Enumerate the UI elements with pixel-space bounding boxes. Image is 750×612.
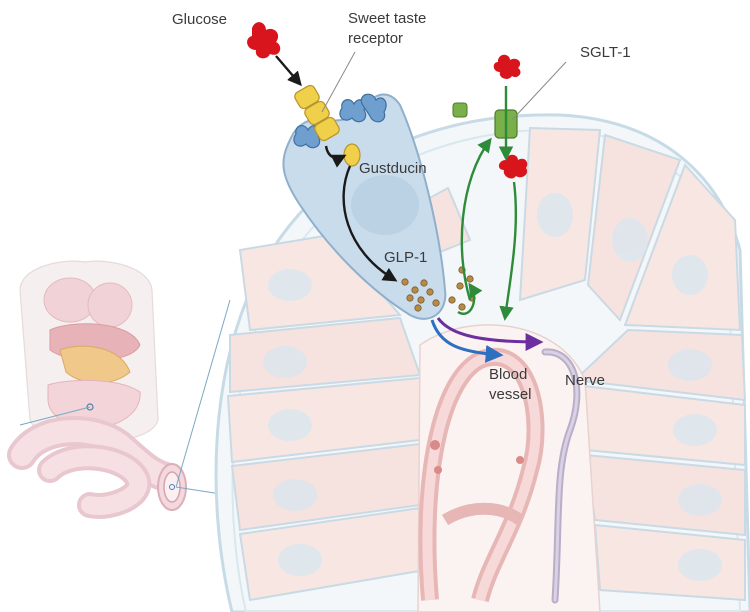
glucose-to-receptor-arrow bbox=[276, 56, 300, 84]
sweet-taste-receptor-label-line2: receptor bbox=[348, 30, 403, 48]
glp1-label: GLP-1 bbox=[384, 249, 427, 267]
blood-vessel-label-line1: Blood bbox=[489, 366, 527, 384]
nerve-label: Nerve bbox=[565, 372, 605, 390]
sweet-taste-receptor-label-line1: Sweet taste bbox=[348, 10, 426, 28]
glucose-label: Glucose bbox=[172, 11, 227, 29]
gustducin-label: Gustducin bbox=[359, 160, 427, 178]
blood-vessel-label-line2: vessel bbox=[489, 386, 532, 404]
intestine-segment bbox=[22, 431, 186, 510]
sglt1-label: SGLT-1 bbox=[580, 44, 631, 62]
torso-inset bbox=[20, 261, 158, 442]
